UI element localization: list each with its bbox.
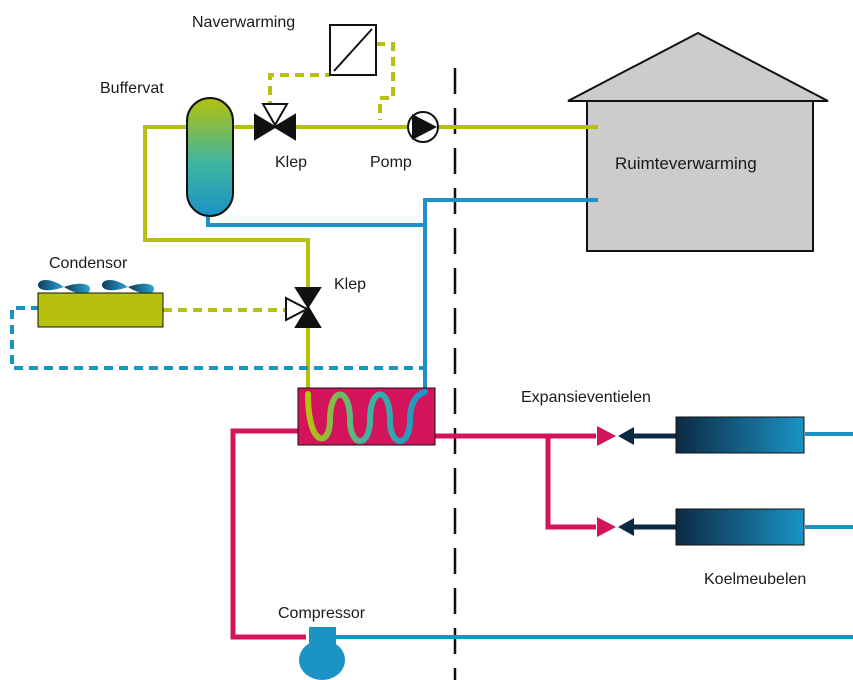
pomp-label: Pomp	[370, 154, 412, 171]
pump-icon	[407, 111, 439, 143]
cold-pipes	[206, 198, 853, 639]
klep-mid-label: Klep	[334, 276, 367, 293]
buffer-tank-icon	[186, 97, 234, 217]
compressor-icon	[299, 627, 345, 680]
three-way-valve-icon	[254, 103, 296, 141]
ruimteverwarming-label: Ruimteverwarming	[615, 154, 757, 173]
koelmeubelen-label: Koelmeubelen	[704, 571, 807, 588]
three-way-valve-icon	[285, 287, 322, 328]
expansion-valve-icon	[597, 517, 676, 537]
warm-pipes	[143, 125, 598, 392]
refrigerant-pipes	[230, 428, 596, 640]
expansieventielen-label: Expansieventielen	[521, 389, 651, 406]
naverwarming-label: Naverwarming	[192, 14, 296, 31]
cooling-cabinet-icon	[675, 416, 805, 454]
electric-heater-icon	[329, 24, 377, 76]
klep-top-label: Klep	[275, 154, 308, 171]
fan-blade-icon	[38, 280, 154, 294]
house-icon	[567, 31, 829, 252]
cooling-cabinet-icon	[675, 508, 805, 546]
compressor-label: Compressor	[278, 605, 366, 622]
warm-dashed-pipes	[163, 42, 395, 312]
condenser-unit-icon	[37, 292, 164, 328]
buffervat-label: Buffervat	[100, 80, 164, 97]
expansion-valve-icon	[597, 426, 676, 446]
condensor-label: Condensor	[49, 255, 128, 272]
heat-exchanger-icon	[297, 387, 436, 446]
